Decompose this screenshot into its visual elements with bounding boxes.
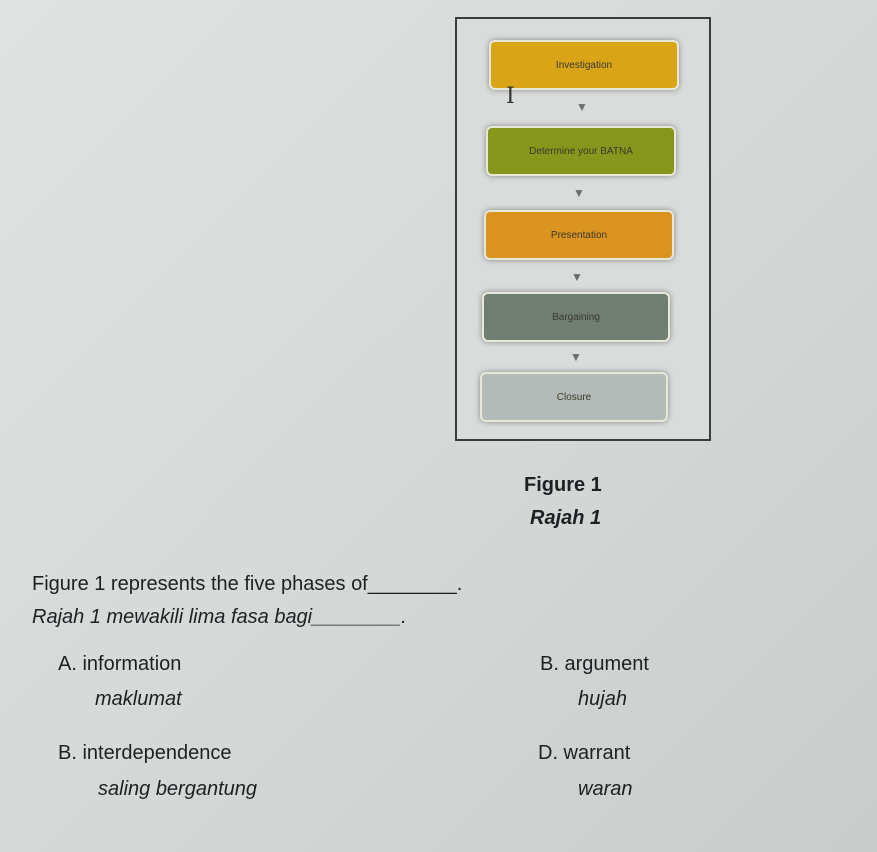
option-b-ms: hujah	[578, 688, 627, 710]
question-text: Figure 1 represents the five phases of__…	[32, 573, 463, 595]
step-investigation: Investigation	[489, 40, 679, 90]
option-a-ms: maklumat	[95, 688, 182, 710]
arrow-down-icon: ▼	[571, 270, 583, 284]
step-closure: Closure	[480, 372, 668, 422]
option-d[interactable]: D. warrant	[538, 742, 631, 764]
step-batna: Determine your BATNA	[486, 126, 676, 176]
arrow-down-icon: ▼	[573, 186, 585, 200]
figure-caption: Figure 1	[524, 474, 602, 496]
option-d-ms: waran	[578, 778, 633, 800]
option-c[interactable]: B. interdependence	[58, 742, 232, 764]
step-presentation: Presentation	[484, 210, 674, 260]
text-cursor-icon: I	[506, 84, 515, 109]
figure-caption-ms: Rajah 1	[530, 507, 602, 529]
option-b[interactable]: B. argument	[540, 653, 649, 675]
step-bargaining: Bargaining	[482, 292, 670, 342]
question-text-ms: Rajah 1 mewakili lima fasa bagi________.	[32, 606, 407, 628]
option-a[interactable]: A. information	[58, 653, 182, 675]
option-c-ms: saling bergantung	[98, 778, 258, 800]
arrow-down-icon: ▼	[570, 350, 582, 364]
arrow-down-icon: ▼	[576, 100, 588, 114]
